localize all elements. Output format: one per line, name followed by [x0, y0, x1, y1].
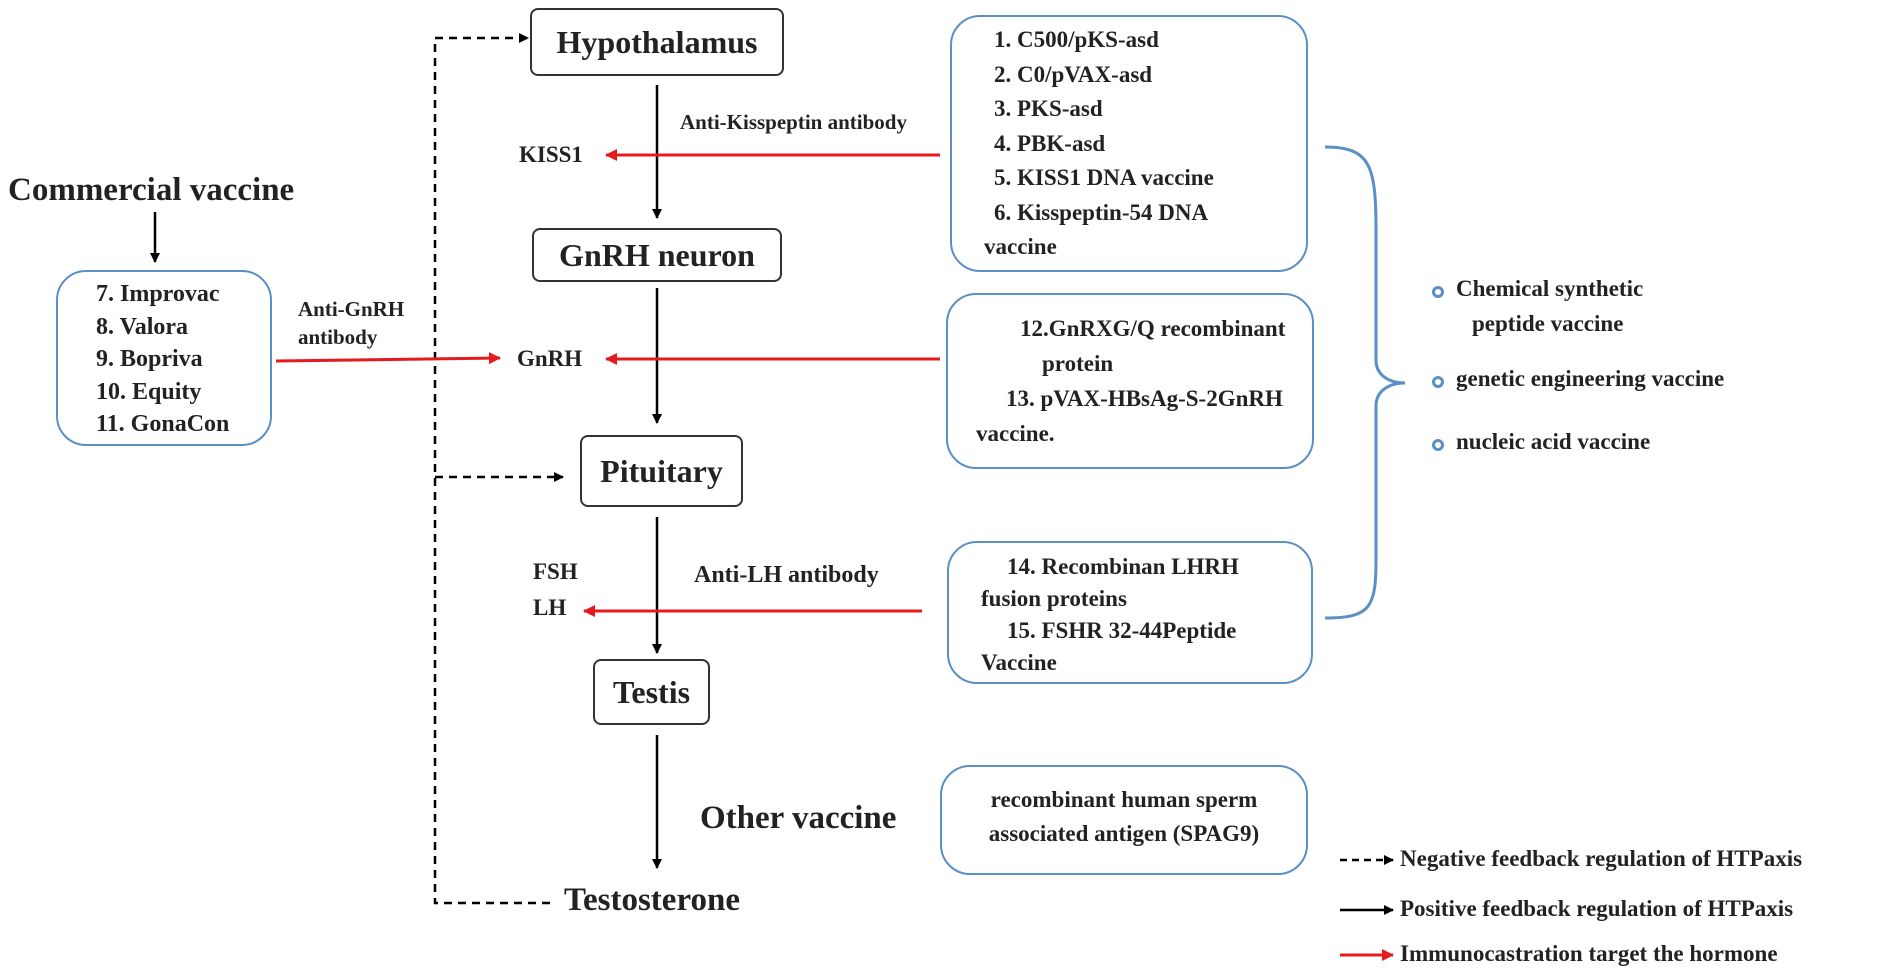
other-vaccine-box: recombinant human sperm associated antig… — [940, 765, 1308, 875]
hormone-kiss1: KISS1 — [519, 142, 583, 167]
category-chemical-line2: peptide vaccine — [1472, 311, 1624, 336]
lh-vaccine-item: 15. FSHR 32-44Peptide — [1007, 618, 1237, 643]
antibody-gnrh-label-1: Anti-GnRH — [298, 297, 405, 321]
legend-negative-label: Negative feedback regulation of HTPaxis — [1400, 846, 1803, 871]
kisspeptin-vaccine-item: vaccine — [984, 234, 1057, 259]
legend-positive-label: Positive feedback regulation of HTPaxis — [1400, 896, 1794, 921]
gnrh-vaccine-item: protein — [1042, 351, 1114, 376]
gnrh-neuron-label: GnRH neuron — [559, 236, 755, 273]
lh-vaccine-box: 14. Recombinan LHRH fusion proteins 15. … — [947, 541, 1313, 684]
kisspeptin-vaccine-item: 6. Kisspeptin-54 DNA — [994, 199, 1209, 225]
antibody-kisspeptin-label: Anti-Kisspeptin antibody — [680, 110, 907, 134]
category-bullet-icon — [1432, 286, 1444, 298]
commercial-item: 9. Bopriva — [96, 346, 203, 372]
category-nucleic: nucleic acid vaccine — [1456, 429, 1651, 454]
pituitary-node: Pituitary — [580, 435, 743, 507]
gnrh-vaccine-item: vaccine. — [976, 421, 1055, 446]
antibody-lh-label: Anti-LH antibody — [694, 562, 879, 588]
category-bullet-icon — [1432, 439, 1444, 451]
commercial-item: 10. Equity — [96, 378, 202, 405]
hypothalamus-node: Hypothalamus — [530, 8, 784, 76]
kisspeptin-vaccine-item: 1. C500/pKS-asd — [994, 27, 1159, 52]
kisspeptin-vaccine-item: 5. KISS1 DNA vaccine — [994, 165, 1214, 190]
commercial-item: 11. GonaCon — [96, 411, 230, 437]
gnrh-vaccine-item: 13. pVAX-HBsAg-S-2GnRH — [1006, 386, 1283, 411]
legend-immuno-label: Immunocastration target the hormone — [1400, 941, 1778, 966]
negative-feedback-path — [433, 38, 550, 905]
pituitary-label: Pituitary — [600, 452, 723, 489]
other-vaccine-item: associated antigen (SPAG9) — [988, 821, 1260, 846]
category-brace — [1324, 145, 1406, 620]
testis-node: Testis — [593, 659, 710, 725]
testosterone-label: Testosterone — [564, 882, 740, 918]
antibody-gnrh-label-2: antibody — [298, 325, 378, 349]
testis-label: Testis — [612, 673, 691, 710]
gnrh-vaccine-item: 12.GnRXG/Q recombinant — [1020, 316, 1286, 341]
commercial-item: 8. Valora — [96, 313, 189, 340]
gnrh-vaccine-box: 12.GnRXG/Q recombinant protein 13. pVAX-… — [946, 293, 1314, 469]
other-vaccine-title: Other vaccine — [700, 800, 897, 836]
red-arrow-gnrh-left — [275, 352, 501, 365]
category-chemical-line1: Chemical synthetic — [1456, 276, 1644, 301]
lh-vaccine-item: Vaccine — [981, 650, 1057, 675]
lh-vaccine-item: 14. Recombinan LHRH — [1007, 554, 1239, 579]
kisspeptin-vaccine-item: 3. PKS-asd — [994, 96, 1103, 121]
gnrh-neuron-node: GnRH neuron — [532, 228, 782, 282]
kisspeptin-vaccine-box: 1. C500/pKS-asd 2. C0/pVAX-asd 3. PKS-as… — [950, 15, 1308, 272]
other-vaccine-item: recombinant human sperm — [990, 787, 1258, 812]
kisspeptin-vaccine-item: 2. C0/pVAX-asd — [994, 61, 1153, 87]
hypothalamus-label: Hypothalamus — [556, 23, 758, 60]
commercial-vaccine-box: 7. Improvac 8. Valora 9. Bopriva 10. Equ… — [56, 270, 272, 446]
lh-vaccine-item: fusion proteins — [981, 586, 1127, 611]
category-bullet-icon — [1432, 376, 1444, 388]
commercial-vaccine-title: Commercial vaccine — [8, 172, 295, 208]
hormone-gnrh: GnRH — [517, 346, 583, 371]
hormone-fsh: FSH — [533, 559, 578, 584]
commercial-item: 7. Improvac — [96, 281, 220, 307]
kisspeptin-vaccine-item: 4. PBK-asd — [994, 130, 1106, 156]
hormone-lh: LH — [533, 595, 567, 620]
category-genetic: genetic engineering vaccine — [1456, 366, 1725, 391]
